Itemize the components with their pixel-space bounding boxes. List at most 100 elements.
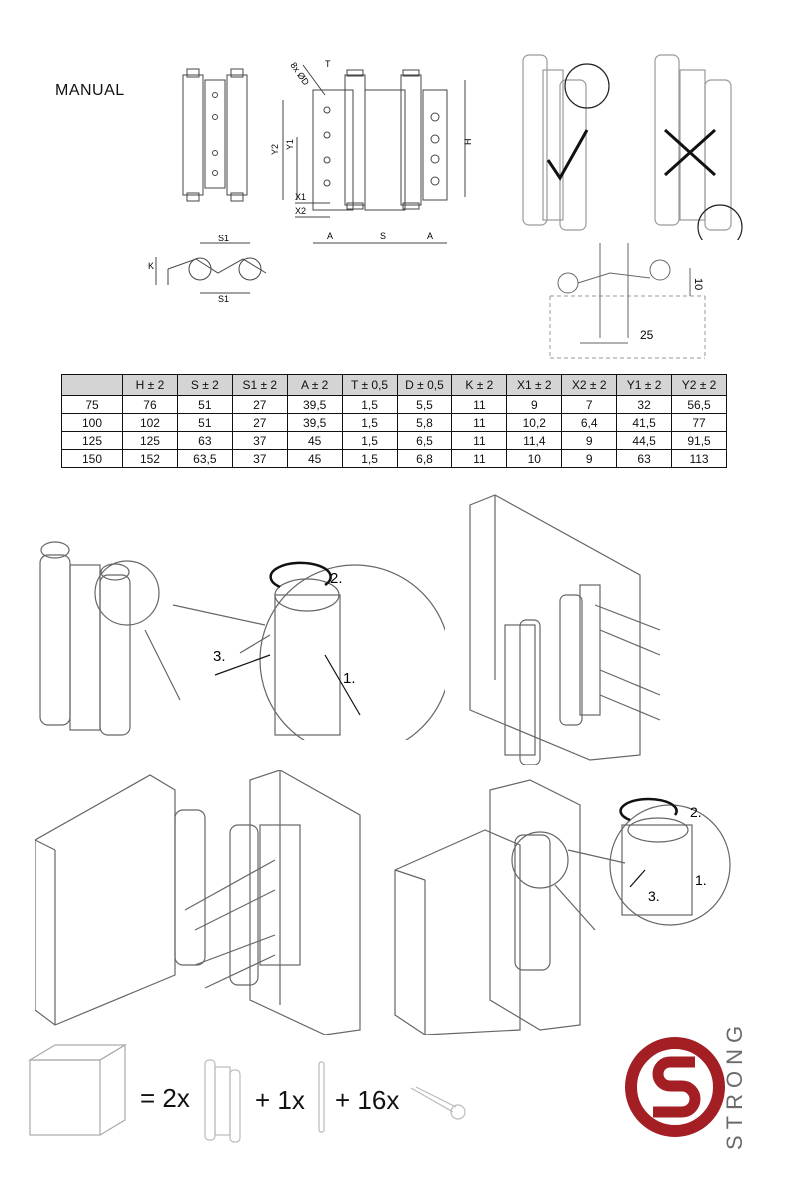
table-cell: 77 [671,413,727,432]
table-header-s1: S1 ± 2 [231,374,288,396]
table-cell: 51 [176,395,233,414]
box-icon [27,1043,128,1136]
pin-icon [318,1061,325,1133]
table-row: 75 76 51 27 39,5 1,5 5,5 11 9 7 32 56,5 [61,395,727,414]
table-cell: 11,4 [506,431,563,450]
step-three-label: 3. [213,648,226,665]
step-three-label-b: 3. [648,888,660,904]
table-header-y1: Y1 ± 2 [616,374,673,396]
table-cell: 1,5 [341,449,398,468]
table-cell: 91,5 [671,431,727,450]
table-cell: 75 [61,395,123,414]
table-cell: 37 [231,449,288,468]
table-cell: 100 [61,413,123,432]
table-header-row: H ± 2 S ± 2 S1 ± 2 A ± 2 T ± 0,5 D ± 0,5… [61,374,727,396]
manual-title: MANUAL [55,82,125,99]
s1-label-bottom: S1 [218,294,229,304]
table-cell: 10,2 [506,413,563,432]
table-cell: 9 [561,449,618,468]
step-lock-pin-illustration: 2. 3. 1. [394,779,731,1035]
holes-label: 8x ØD [288,60,311,87]
table-header-d: D ± 0,5 [396,374,453,396]
kit-equals-label: = 2x [140,1083,190,1113]
hinge-front-drawing: 8x ØD T Y2 Y1 H X1 X2 A S A [182,59,473,244]
table-cell: 27 [231,413,288,432]
table-cell: 152 [122,449,178,468]
rotate-arrow-icon-2 [619,797,678,822]
cross-icon [663,128,717,177]
table-header-corner [61,374,123,396]
table-cell: 125 [122,431,178,450]
table-cell: 10 [506,449,563,468]
table-cell: 63 [176,431,233,450]
ten-label: 10 [692,278,704,290]
table-cell: 63 [616,449,673,468]
table-cell: 37 [231,431,288,450]
strong-logo-icon [625,1037,725,1137]
table-cell: 9 [561,431,618,450]
rotate-arrow-icon [269,561,332,589]
step-one-label-b: 1. [695,872,707,888]
step-two-label-b: 2. [690,804,702,820]
step-release-pin-illustration: 2. 3. 1. [39,541,445,740]
table-cell: 39,5 [286,395,343,414]
y2-label: Y2 [270,144,280,155]
step-mount-frame-illustration [35,770,361,1035]
hinge-top-view-drawing: S1 S1 K [148,235,267,304]
table-cell: 45 [286,431,343,450]
table-header-k: K ± 2 [451,374,508,396]
table-header-x2: X2 ± 2 [561,374,618,396]
table-cell: 113 [671,449,727,468]
x2-label: X2 [295,206,306,216]
table-cell: 63,5 [176,449,233,468]
orientation-drawing [522,54,743,240]
table-header-t: T ± 0,5 [341,374,398,396]
table-cell: 27 [231,395,288,414]
table-cell: 76 [122,395,178,414]
table-cell: 1,5 [341,431,398,450]
table-cell: 11 [451,449,508,468]
table-header-y2: Y2 ± 2 [671,374,727,396]
table-cell: 45 [286,449,343,468]
twentyfive-label: 25 [640,328,654,342]
screw-icon [410,1086,466,1120]
kit-plus-sixteen-label: + 16x [335,1085,400,1115]
h-label: H [463,139,473,146]
step-one-label: 1. [343,670,356,687]
table-header-s: S ± 2 [176,374,233,396]
push-arrow-icon [629,869,646,888]
table-cell: 44,5 [616,431,673,450]
table-cell: 5,5 [396,395,453,414]
table-cell: 9 [506,395,563,414]
brand-name: STRONG [722,1019,747,1150]
table-cell: 7 [561,395,618,414]
s-label: S [380,231,386,241]
table-cell: 32 [616,395,673,414]
table-cell: 39,5 [286,413,343,432]
table-cell: 125 [61,431,123,450]
t-label: T [325,59,331,69]
table-cell: 150 [61,449,123,468]
a-label-right: A [427,231,433,241]
table-cell: 5,8 [396,413,453,432]
table-cell: 56,5 [671,395,727,414]
table-cell: 1,5 [341,395,398,414]
table-cell: 1,5 [341,413,398,432]
hinge-icon [204,1059,241,1143]
step-mount-door-illustration [469,494,661,765]
table-cell: 6,5 [396,431,453,450]
pull-arrow-icon [214,654,271,676]
k-label: K [148,261,154,271]
table-header-h: H ± 2 [122,374,178,396]
table-cell: 11 [451,395,508,414]
table-cell: 6,8 [396,449,453,468]
s1-label-top: S1 [218,235,229,243]
table-cell: 6,4 [561,413,618,432]
table-header-a: A ± 2 [286,374,343,396]
y1-label: Y1 [285,139,295,150]
table-row: 125 125 63 37 45 1,5 6,5 11 11,4 9 44,5 … [61,431,727,450]
table-header-x1: X1 ± 2 [506,374,563,396]
dimensions-table: H ± 2 S ± 2 S1 ± 2 A ± 2 T ± 0,5 D ± 0,5… [61,374,727,468]
table-cell: 41,5 [616,413,673,432]
x1-label: X1 [295,192,306,202]
